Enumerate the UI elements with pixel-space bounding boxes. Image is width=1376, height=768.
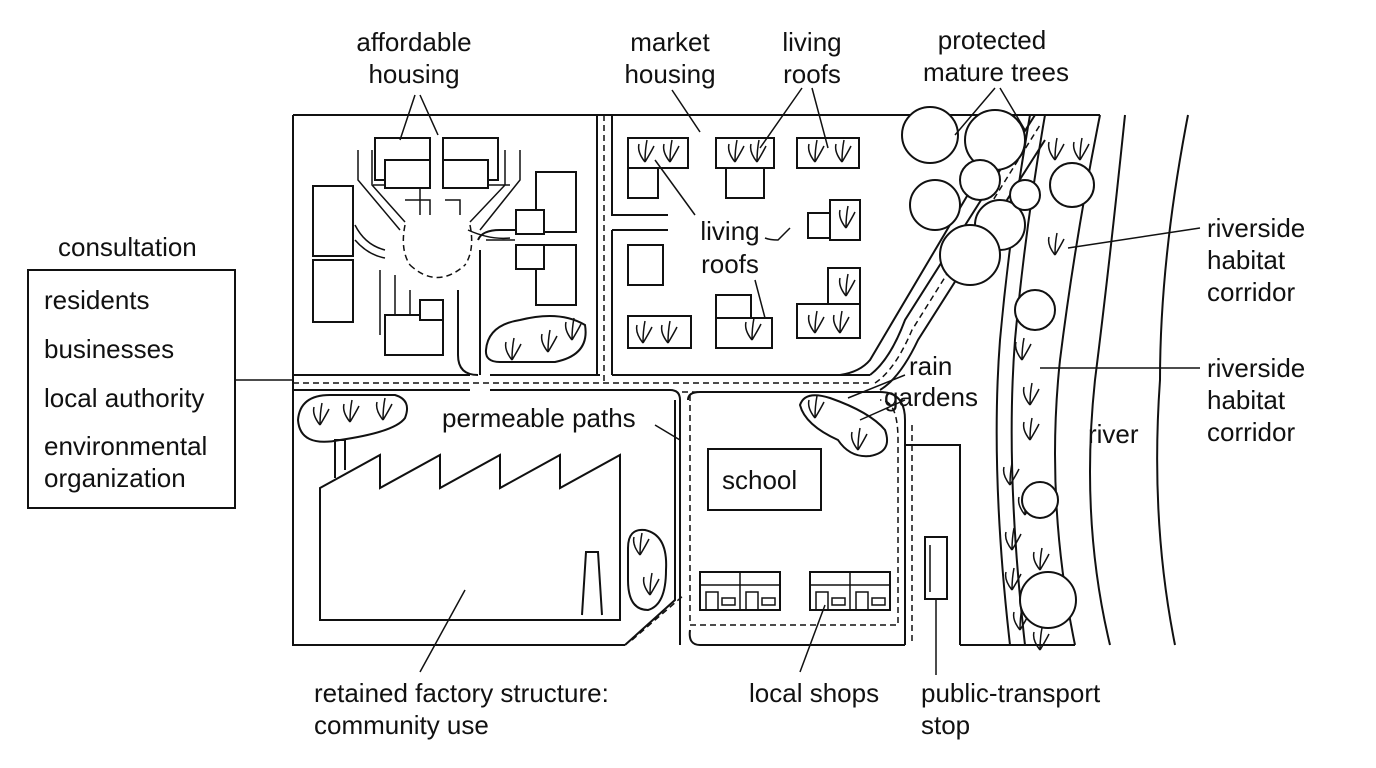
label-rain-gardens-1: rain — [909, 351, 952, 381]
label-factory-1: retained factory structure: — [314, 678, 609, 708]
plant-icon — [662, 139, 680, 163]
label-riverside-1-c: corridor — [1207, 277, 1295, 307]
tree-icon — [959, 159, 1001, 201]
tree-icon — [1021, 481, 1059, 519]
plant-icon — [342, 399, 360, 423]
diagram-labels: affordable housing market housing living… — [314, 25, 1305, 740]
plant-icon — [1014, 337, 1032, 361]
tree-icon — [901, 106, 959, 164]
factory-structure — [319, 439, 621, 621]
plant-icon — [504, 337, 522, 361]
leader-lines — [399, 87, 1201, 675]
plant-icon — [749, 139, 767, 163]
label-living-roofs-top-2: roofs — [783, 59, 841, 89]
consultation-item-businesses: businesses — [44, 334, 174, 364]
label-riverside-2-a: riverside — [1207, 353, 1305, 383]
tree-icons — [901, 106, 1095, 629]
plant-icon — [807, 395, 825, 419]
plant-icon — [1022, 382, 1040, 406]
affordable-housing-cluster — [312, 137, 587, 363]
plant-icon — [1002, 462, 1020, 486]
label-factory-2: community use — [314, 710, 489, 740]
plant-icon — [660, 320, 678, 344]
plant-icon — [1004, 567, 1022, 591]
plant-icon — [1047, 232, 1065, 256]
school-block: school — [707, 448, 822, 511]
plant-icon — [834, 139, 852, 163]
consultation-item-environmental: environmental — [44, 431, 207, 461]
tree-icon — [1019, 571, 1077, 629]
label-protected-trees-2: mature trees — [923, 57, 1069, 87]
rain-garden-west — [296, 394, 408, 443]
label-riverside-2-b: habitat — [1207, 385, 1286, 415]
plant-icon — [1047, 137, 1065, 161]
plant-icon — [642, 572, 660, 596]
plant-icon — [632, 532, 650, 556]
tree-icon — [939, 224, 1001, 286]
plant-icon — [637, 139, 655, 163]
plant-icons — [312, 137, 1090, 651]
plant-icon — [744, 317, 762, 341]
plant-icon — [807, 139, 825, 163]
tree-icon — [1049, 162, 1095, 208]
label-market-housing-1: market — [630, 27, 710, 57]
plant-icon — [564, 317, 582, 341]
rain-garden-north — [484, 315, 587, 363]
consultation-item-organization: organization — [44, 463, 186, 493]
consultation-panel: consultation residents businesses local … — [27, 232, 293, 509]
plant-icon — [312, 402, 330, 426]
plant-icon — [540, 329, 558, 353]
label-transport-stop-1: public-transport — [921, 678, 1101, 708]
school-label: school — [722, 465, 797, 495]
bus-stop-icon — [924, 536, 948, 600]
plant-icon — [1032, 627, 1050, 651]
plant-icon — [850, 427, 868, 451]
label-rain-gardens-2: gardens — [884, 382, 978, 412]
consultation-item-residents: residents — [44, 285, 150, 315]
label-living-roofs-mid-2: roofs — [701, 249, 759, 279]
tree-icon — [1009, 179, 1041, 211]
rain-garden-south — [627, 528, 668, 612]
label-market-housing-2: housing — [624, 59, 715, 89]
label-affordable-housing-2: housing — [368, 59, 459, 89]
tree-icon — [909, 179, 961, 231]
plant-icon — [727, 139, 745, 163]
plant-icon — [832, 310, 850, 334]
site-outline — [292, 114, 1189, 646]
consultation-item-local-authority: local authority — [44, 383, 204, 413]
plant-icon — [1022, 417, 1040, 441]
consultation-title: consultation — [58, 232, 197, 262]
plant-icon — [1072, 137, 1090, 161]
plant-icon — [1032, 547, 1050, 571]
market-housing-block — [627, 137, 861, 349]
label-local-shops: local shops — [749, 678, 879, 708]
local-shops — [699, 571, 891, 611]
rain-gardens — [296, 394, 889, 612]
consultation-box — [27, 269, 236, 509]
label-protected-trees-1: protected — [938, 25, 1046, 55]
label-river: river — [1088, 419, 1139, 449]
label-riverside-1-a: riverside — [1207, 213, 1305, 243]
label-transport-stop-2: stop — [921, 710, 970, 740]
tree-icon — [1014, 289, 1056, 331]
plant-icon — [838, 273, 856, 297]
plant-icon — [375, 397, 393, 421]
label-affordable-housing-1: affordable — [356, 27, 471, 57]
label-riverside-2-c: corridor — [1207, 417, 1295, 447]
school-building — [707, 448, 822, 511]
label-living-roofs-mid-1: living — [700, 216, 759, 246]
plant-icon — [635, 320, 653, 344]
label-riverside-1-b: habitat — [1207, 245, 1286, 275]
label-permeable-paths: permeable paths — [442, 403, 636, 433]
rain-garden-east — [798, 394, 889, 458]
plant-icon — [807, 310, 825, 334]
plant-icon — [838, 205, 856, 229]
label-living-roofs-top-1: living — [782, 27, 841, 57]
plant-icon — [1004, 527, 1022, 551]
